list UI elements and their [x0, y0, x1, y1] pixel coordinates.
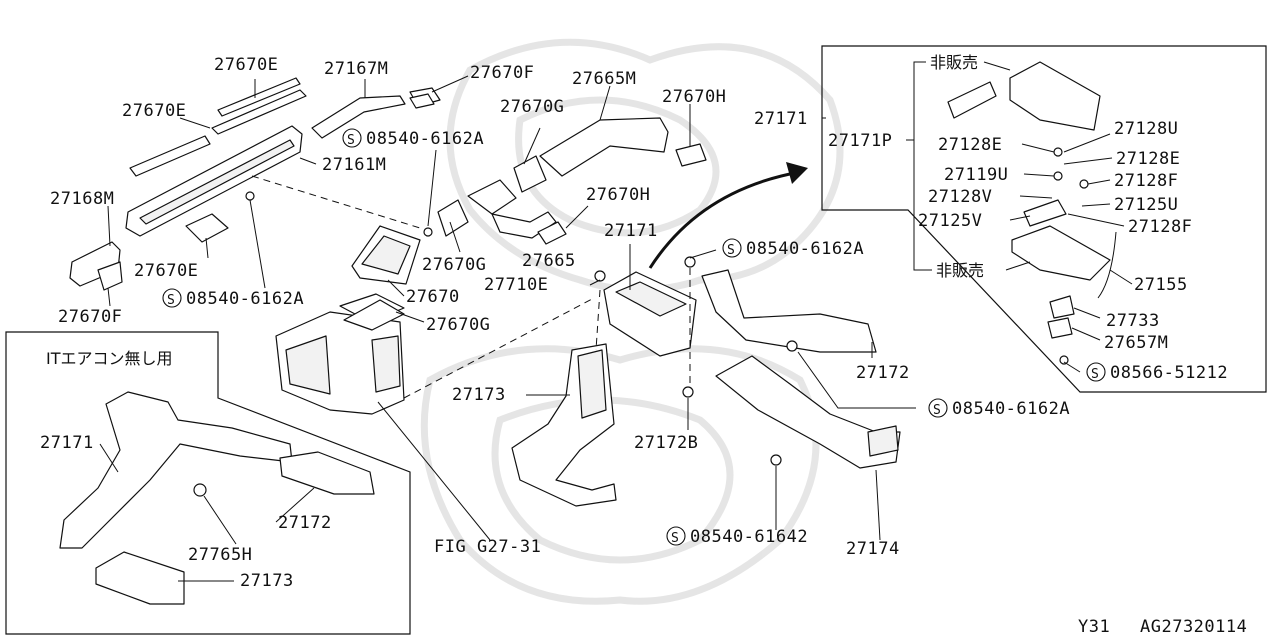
s-mark-08540-c: S	[167, 293, 175, 308]
heater-unit-fig	[275, 293, 405, 415]
label-27171P: 27171P	[828, 131, 892, 151]
label-27173-main: 27173	[452, 385, 506, 405]
label-27161M: 27161M	[322, 155, 386, 175]
label-27128U: 27128U	[1114, 119, 1178, 139]
label-27665: 27665	[522, 251, 576, 271]
side-defrost-27168M	[69, 241, 123, 291]
watermark-crest	[420, 38, 844, 605]
label-08540-6162A-lower: 08540-6162A	[952, 399, 1070, 419]
label-27733: 27733	[1106, 311, 1160, 331]
floor-duct-27173	[511, 343, 617, 507]
label-27172-inset: 27172	[278, 513, 332, 533]
label-27155: 27155	[1134, 275, 1188, 295]
label-27765H: 27765H	[188, 545, 252, 565]
clip-08540-center	[423, 227, 433, 237]
detail-parts	[947, 61, 1117, 365]
gasket-27670H-mid	[537, 221, 567, 245]
label-27670H-mid: 27670H	[586, 185, 650, 205]
s-mark-08540-d: S	[933, 403, 941, 418]
label-27172-main: 27172	[856, 363, 910, 383]
label-27670E-left: 27670E	[122, 101, 186, 121]
label-27657M: 27657M	[1104, 333, 1168, 353]
s-mark-08540-b: S	[727, 243, 735, 258]
label-27173-inset: 27173	[240, 571, 294, 591]
label-27172B: 27172B	[634, 433, 698, 453]
label-27171-box: 27171	[754, 109, 808, 129]
label-08540-61642: 08540-61642	[690, 527, 808, 547]
gasket-27670G-mid	[513, 155, 547, 193]
clip-08540-right	[684, 256, 696, 268]
label-27670G-top: 27670G	[500, 97, 564, 117]
s-mark-08540-61642: S	[671, 531, 679, 546]
inset-box	[5, 331, 411, 635]
label-27128E-right: 27128E	[1116, 149, 1180, 169]
label-08566-51212: 08566-51212	[1110, 363, 1228, 383]
label-27168M: 27168M	[50, 189, 114, 209]
label-not-for-sale-2: 非販売	[936, 261, 984, 280]
label-27171-inset: 27171	[40, 433, 94, 453]
label-27125U: 27125U	[1114, 195, 1178, 215]
label-27128F-b: 27128F	[1128, 217, 1192, 237]
gasket-27670E	[185, 213, 229, 243]
clip-08540-lower	[786, 340, 798, 352]
inset-parts	[59, 391, 375, 605]
defroster-strip-27670E-left	[129, 135, 211, 177]
label-fig-ref: FIG G27-31	[434, 537, 541, 557]
floor-duct-27172	[701, 269, 877, 353]
label-27670F-bot: 27670F	[58, 307, 122, 327]
label-27128F-a: 27128F	[1114, 171, 1178, 191]
s-mark-08540-a: S	[347, 133, 355, 148]
s-mark-08566: S	[1091, 367, 1099, 382]
clip-08540-61642	[770, 454, 782, 466]
diagram-code: Y31	[1078, 617, 1110, 637]
figure-id: AG27320114	[1140, 617, 1247, 637]
label-27665M: 27665M	[572, 69, 636, 89]
register-27171	[603, 271, 697, 357]
clip-27710E	[594, 270, 606, 282]
label-27125V: 27125V	[918, 211, 982, 231]
label-08540-6162A-left: 08540-6162A	[186, 289, 304, 309]
label-08540-6162A-right: 08540-6162A	[746, 239, 864, 259]
label-not-for-sale-1: 非販売	[930, 53, 978, 72]
clip-27172B	[682, 386, 694, 398]
label-27128E-left: 27128E	[938, 135, 1002, 155]
label-27171-top: 27171	[604, 221, 658, 241]
detail-leaders	[822, 61, 1133, 373]
label-27174: 27174	[846, 539, 900, 559]
label-27670H-top: 27670H	[662, 87, 726, 107]
label-27670E-top: 27670E	[214, 55, 278, 75]
leader-lines-main	[107, 75, 916, 541]
vent-27670	[351, 225, 421, 285]
floor-duct-27174	[715, 355, 901, 469]
arrow-to-detail-box	[648, 162, 808, 269]
label-27670G-mid: 27670G	[422, 255, 486, 275]
inset-leaders	[99, 443, 315, 582]
label-27670E-bot: 27670E	[134, 261, 198, 281]
detail-box	[821, 45, 1267, 393]
defroster-strip-27670E-top	[211, 77, 307, 135]
label-27670: 27670	[406, 287, 460, 307]
defroster-nozzle-27161M	[125, 125, 303, 237]
gasket-27670G-bot	[343, 299, 405, 331]
duct-27665M	[539, 117, 669, 177]
label-27119U: 27119U	[944, 165, 1008, 185]
gasket-27670F-top	[409, 93, 435, 109]
inset-title: ITエアコン無し用	[46, 349, 173, 368]
label-27710E: 27710E	[484, 275, 548, 295]
label-27167M: 27167M	[324, 59, 388, 79]
part-labels: 27670E 27167M 27670F 27665M 27670E 27670…	[40, 53, 1247, 637]
gasket-27670H-top	[675, 143, 707, 167]
label-27670G-bot: 27670G	[426, 315, 490, 335]
label-27670F-top: 27670F	[470, 63, 534, 83]
duct-27665	[437, 179, 557, 239]
label-08540-6162A-top: 08540-6162A	[366, 129, 484, 149]
clip-08540-left	[245, 191, 255, 201]
label-27128V: 27128V	[928, 187, 992, 207]
